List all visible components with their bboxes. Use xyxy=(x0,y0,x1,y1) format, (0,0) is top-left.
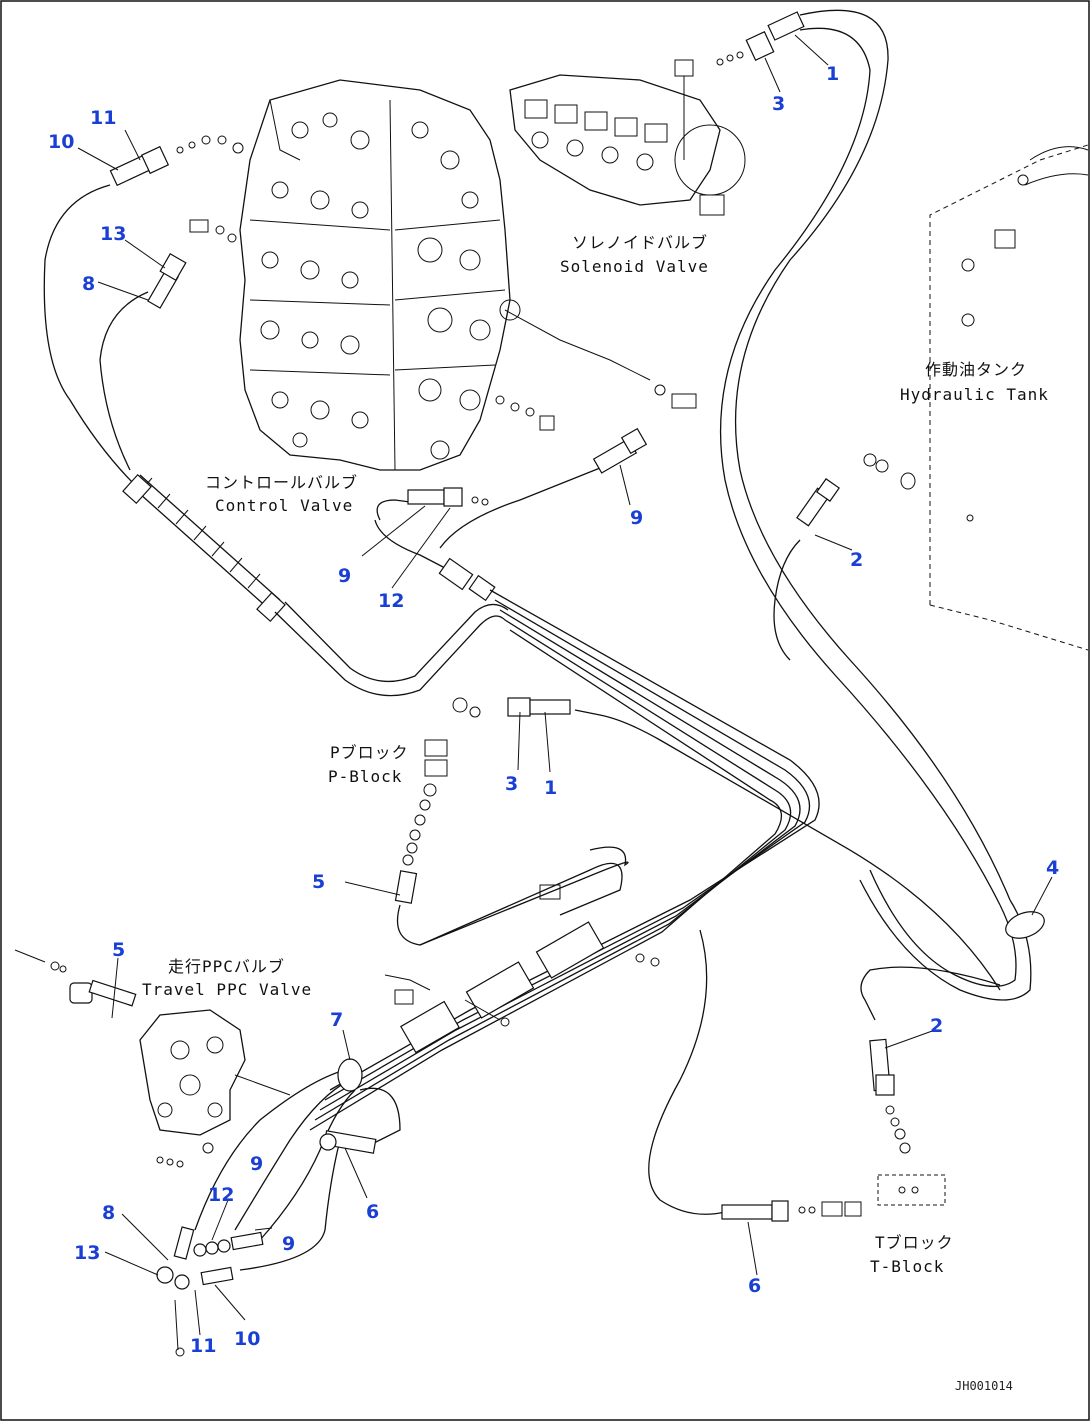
callout-4-clamp: 4 xyxy=(1046,857,1059,879)
hoses xyxy=(43,9,1032,1271)
callout-6-ppc: 6 xyxy=(366,1201,379,1223)
pblock-label-en: P-Block xyxy=(328,767,402,786)
callout-5-travel: 5 xyxy=(112,939,125,961)
hydraulic-tank-drawing xyxy=(863,144,1089,651)
tank-label-en: Hydraulic Tank xyxy=(900,385,1049,404)
control-label-jp: コントロールバルブ xyxy=(205,473,358,492)
callout-12-bottom: 12 xyxy=(208,1184,234,1206)
callout-3-middle: 3 xyxy=(505,773,518,795)
callout-9-lower-a: 9 xyxy=(250,1153,263,1175)
travel-label-jp: 走行PPCバルブ xyxy=(168,957,285,976)
callout-9-upper: 9 xyxy=(630,507,643,529)
callout-5-pblock: 5 xyxy=(312,871,325,893)
callout-13-bottom: 13 xyxy=(74,1242,100,1264)
callout-numbers: 1 3 11 10 13 8 9 9 12 2 3 1 5 4 5 7 2 9 … xyxy=(48,63,1059,1357)
callout-9-control: 9 xyxy=(338,565,351,587)
control-valve-drawing xyxy=(176,79,697,471)
pblock-label-jp: Pブロック xyxy=(330,743,409,762)
callout-11-bottom: 11 xyxy=(190,1335,216,1357)
callout-2-lower: 2 xyxy=(930,1015,943,1037)
callout-9-lower-b: 9 xyxy=(282,1233,295,1255)
callout-12-control: 12 xyxy=(378,590,404,612)
drawing-code: JH001014 xyxy=(955,1379,1013,1393)
callout-1-middle: 1 xyxy=(544,777,557,799)
callout-13-top: 13 xyxy=(100,223,126,245)
tblock-label-en: T-Block xyxy=(870,1257,944,1276)
callout-7-clamp: 7 xyxy=(330,1009,343,1031)
callout-10-bottom: 10 xyxy=(234,1328,260,1350)
tank-label-jp: 作動油タンク xyxy=(925,360,1027,379)
fittings xyxy=(14,11,1045,1357)
control-label-en: Control Valve xyxy=(215,496,353,515)
callout-2-upper: 2 xyxy=(850,549,863,571)
callout-6-tblock: 6 xyxy=(748,1275,761,1297)
leader-lines xyxy=(77,34,1053,1336)
travel-ppc-valve-drawing xyxy=(139,1009,291,1154)
solenoid-label-en: Solenoid Valve xyxy=(560,257,709,276)
callout-11-top: 11 xyxy=(90,107,116,129)
tblock-label-jp: Tブロック xyxy=(875,1233,954,1252)
solenoid-label-jp: ソレノイドバルブ xyxy=(572,233,708,252)
component-labels: ソレノイドバルブ Solenoid Valve 作動油タンク Hydraulic… xyxy=(142,233,1049,1393)
callout-1-top: 1 xyxy=(826,63,839,85)
solenoid-valve-drawing xyxy=(509,51,746,216)
callout-10-top: 10 xyxy=(48,131,74,153)
callout-8-top: 8 xyxy=(82,273,95,295)
callout-8-bottom: 8 xyxy=(102,1202,115,1224)
travel-label-en: Travel PPC Valve xyxy=(142,980,312,999)
callout-3-top: 3 xyxy=(772,93,785,115)
